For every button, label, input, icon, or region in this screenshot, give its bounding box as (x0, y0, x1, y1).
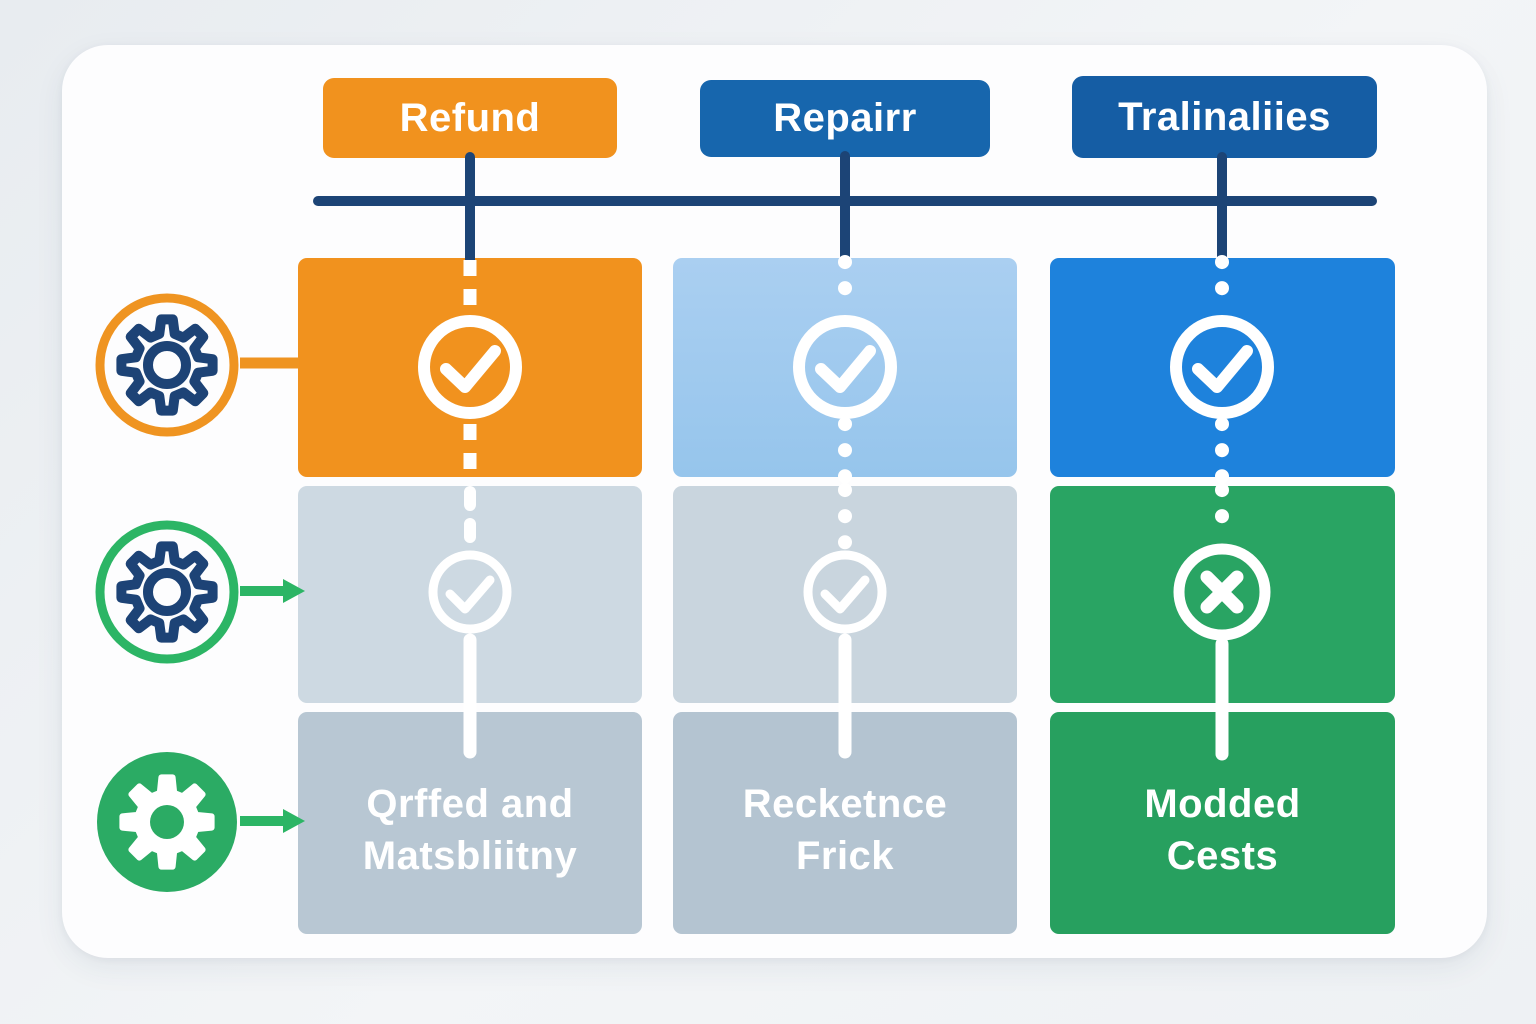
column-header-tralinaliies: Tralinaliies (1072, 76, 1377, 158)
label-line: Frick (795, 834, 895, 878)
cell-row3-col1-label: Qrffed and Matsbliitny (298, 712, 642, 934)
column-header-refund: Refund (323, 78, 617, 158)
label-line: Recketnce (742, 782, 948, 826)
label-line: Qrffed and (366, 782, 574, 826)
cell-row2-col1-check (298, 486, 642, 703)
cell-row1-col2-check (673, 258, 1017, 477)
cell-row3-col2-label: Recketnce Frick (673, 712, 1017, 934)
label-line: Cests (1166, 834, 1279, 878)
cell-row1-col3-check (1050, 258, 1395, 477)
label-line: Matsbliitny (362, 834, 578, 878)
cell-row1-col1-check (298, 258, 642, 477)
cell-row2-col2-check (673, 486, 1017, 703)
cell-row2-col3-cross (1050, 486, 1395, 703)
cell-row3-col3-label: Modded Cests (1050, 712, 1395, 934)
column-header-repair: Repairr (700, 80, 990, 157)
label-line: Modded (1144, 782, 1301, 826)
